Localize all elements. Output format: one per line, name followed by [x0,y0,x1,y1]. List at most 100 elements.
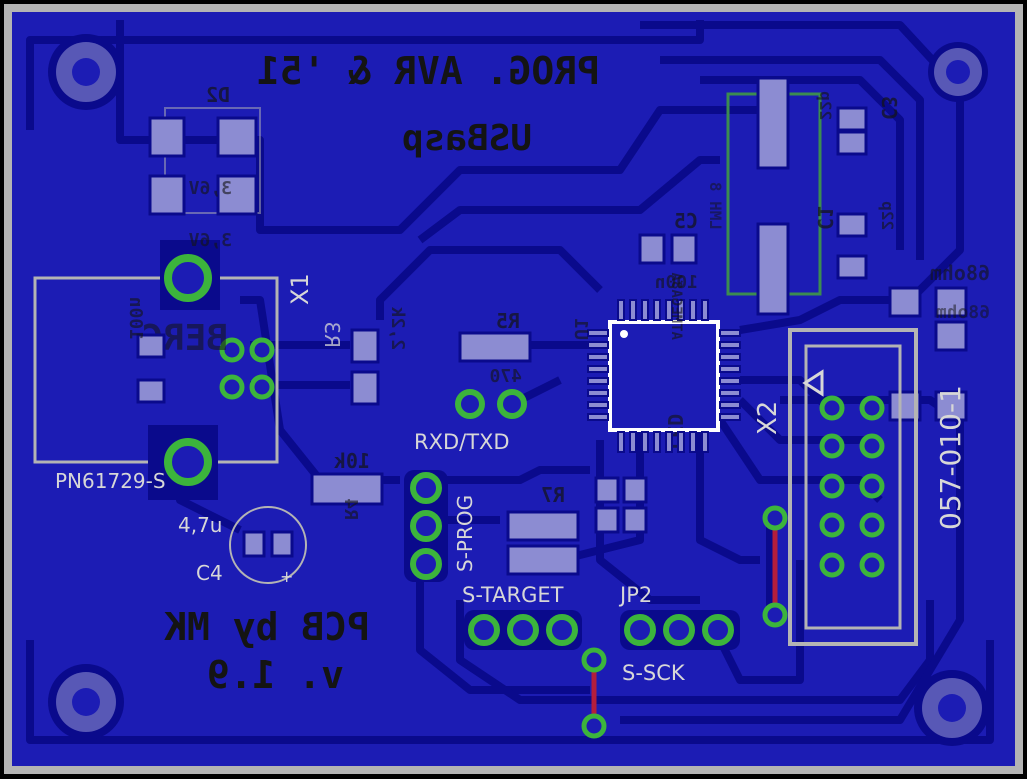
u1-pins [587,299,741,453]
x1-pin-4 [249,374,275,400]
u1-label: U1 [570,318,591,340]
version-text: v. 1.9 [207,653,344,697]
capacitor-left: 100n [125,297,166,404]
s-prog-pin-3 [410,548,442,580]
header-jp2: JP2 S-SCK [618,583,740,685]
x2-inner-outline [804,344,902,630]
x2-part-label: 057-010-1 [934,385,967,530]
s-target-label: S-TARGET [462,583,564,607]
r5-label: R5 [496,309,520,333]
x1-part-label: PN61729-S [55,469,166,493]
r68-b-label: 68ohm [936,302,990,323]
led-resistors: LED [594,414,687,534]
jumper-rxd-txd: RXD/TXD [414,389,527,454]
d2-pad-a [148,116,186,158]
jp2-pin-2 [663,614,695,646]
crystal-pad-top [756,76,790,170]
crystal-area: C3 22p C1 22p [726,76,901,316]
header-s-prog: S-PROG [404,470,477,582]
s-prog-label: S-PROG [453,495,477,572]
header-s-target: S-TARGET [462,583,582,650]
c1-pad-b [836,254,868,280]
capacitor-c5: C5 100n LMH 8 [638,182,725,293]
rxd-pin [455,389,485,419]
u1-outline [608,320,720,432]
c1-value: 22p [878,201,897,230]
c5-value: 100n [655,272,698,293]
s-sck-label: S-SCK [622,661,686,685]
rxd-txd-label: RXD/TXD [414,430,510,454]
r4-label: R4 [340,498,361,520]
mounting-hole-bottom-right [914,670,990,746]
u1-part: ATMEGA8A [668,272,684,340]
r3-value: 2,2k [387,306,408,350]
c3-value: 22p [816,91,835,120]
ic-u1: U1 ATMEGA8A [570,272,741,453]
x1-pin-3 [219,374,245,400]
mounting-hole-top-right [928,42,988,102]
c3-pad-b [836,130,868,156]
via-4 [762,602,788,628]
x2-label: X2 [753,401,783,435]
x1-pin-2 [249,337,275,363]
d2-pad-d [216,174,258,216]
x1-shield-hole-bottom [164,438,212,486]
c-left-value: 100n [125,297,146,340]
d2-label: D2 [206,83,230,107]
r3-label: R3 [320,321,344,348]
mounting-holes [48,34,990,746]
mirrored-silkscreen: PROG. AVR & '51 USBasp PCB by MK v. 1.9 [164,49,600,697]
d2-value-a: 3,6V [188,178,232,199]
jp2-pin-1 [624,614,656,646]
c1-pad-a [836,212,868,238]
r4-value: 10k [334,449,370,473]
c3-pad-a [836,106,868,132]
diode-d2: D2 3,6V 3,6V [148,83,261,251]
c4-value: 4,7u [178,513,222,537]
via-2 [581,713,607,739]
mounting-hole-bottom-left [48,664,124,740]
jp2-pin-3 [702,614,734,646]
r7-label: R7 [541,483,565,507]
d2-pad-b [216,116,258,158]
d2-pad-c [148,174,186,216]
via-1 [581,647,607,673]
smd-label: LMH 8 [706,182,725,230]
x1-shield-hole-top [164,254,212,302]
connector-x2: X2 057-010-1 [753,328,967,646]
vias [581,505,788,739]
c3-label: C3 [877,96,901,120]
resistor-r3: R3 2,2k [320,306,408,406]
title-line1: PROG. AVR & '51 [257,49,600,93]
s-prog-pin-1 [410,472,442,504]
resistors-68ohm: 68ohm 68ohm [888,261,990,422]
x2-outline [788,328,918,646]
jp2-label: JP2 [618,583,652,607]
resistor-r7: R7 [506,483,580,576]
c5-label: C5 [674,209,698,233]
x2-pin1-marker [802,369,824,397]
d2-value-b: 3,6V [188,230,232,251]
capacitor-c4: + 4,7u C4 [178,506,307,586]
x1-pin-1 [219,337,245,363]
s-target-pin-3 [546,614,578,646]
crystal-pad-bottom [756,222,790,316]
resistor-r5: R5 470 [458,309,532,387]
resistor-r4: 10k R4 [310,449,384,520]
via-3 [762,505,788,531]
s-target-pin-2 [507,614,539,646]
credit-text: PCB by MK [164,605,370,649]
x1-label: X1 [286,273,314,305]
c1-label: C1 [813,206,837,230]
s-target-pin-1 [468,614,500,646]
mounting-hole-top-left [48,34,124,110]
x2-pins [819,395,885,578]
c4-label: C4 [196,561,223,585]
s-prog-pin-2 [410,510,442,542]
r68-a-label: 68ohm [930,261,990,285]
title-line2: USBasp [402,118,532,159]
c4-plus: + [280,567,293,586]
r5-value: 470 [489,366,522,387]
txd-pin [497,389,527,419]
